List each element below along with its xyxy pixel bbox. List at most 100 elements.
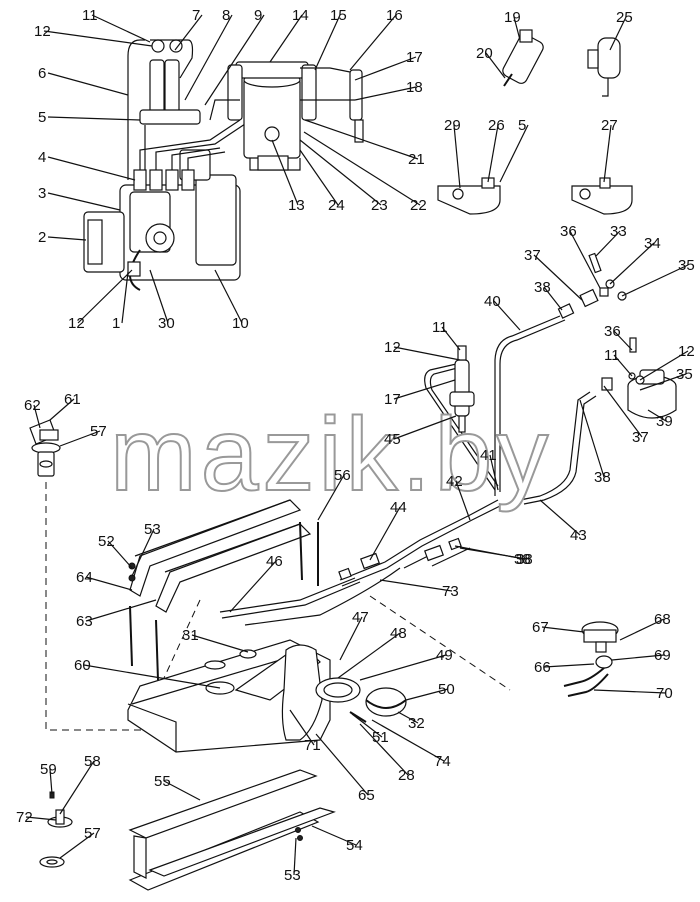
callout-number: 19	[504, 9, 521, 26]
callout-number: 27	[601, 117, 618, 134]
leader-line	[354, 86, 417, 101]
callout-number: 29	[444, 117, 461, 134]
leader-line	[59, 430, 101, 447]
callout-number: 18	[406, 79, 423, 96]
leader-line	[621, 264, 689, 297]
filter-valve-detail	[587, 37, 621, 97]
leader-line	[569, 230, 601, 289]
callout-number: 8	[222, 7, 230, 24]
callout-number: 51	[372, 729, 389, 746]
callout-number: 53	[284, 867, 301, 884]
callout-number: 74	[434, 753, 451, 770]
callout-number: 58	[84, 753, 101, 770]
callout-number: 35	[676, 366, 693, 383]
fuel-filter-assembly	[209, 61, 364, 171]
callout-number: 6	[38, 65, 46, 82]
leader-line	[533, 254, 583, 301]
leader-line	[304, 119, 419, 160]
leader-line	[351, 713, 383, 738]
leader-line	[579, 399, 605, 478]
leader-line	[91, 14, 151, 43]
bottom-straps	[128, 769, 336, 891]
leader-line	[77, 269, 133, 324]
callout-number: 9	[254, 7, 262, 24]
callout-number: 20	[476, 45, 493, 62]
leader-line	[299, 139, 382, 206]
callout-number: 45	[384, 431, 401, 448]
leader-line	[269, 14, 303, 63]
callout-number: 38	[534, 279, 551, 296]
leader-line	[619, 618, 665, 641]
leader-line	[539, 499, 581, 536]
leader-line	[191, 634, 249, 653]
callout-number: 5	[38, 109, 46, 126]
callout-number: 49	[436, 647, 453, 664]
callout-number: 12	[68, 315, 85, 332]
leader-line	[229, 560, 277, 613]
watermark: mazik.by	[110, 397, 552, 513]
leader-line	[174, 14, 203, 51]
leader-line	[299, 149, 339, 206]
callout-number: 37	[524, 247, 541, 264]
callout-number: 69	[654, 647, 671, 664]
leader-line	[83, 664, 221, 689]
callout-number: 44	[390, 499, 407, 516]
leader-line	[131, 528, 155, 577]
injector-mid	[449, 345, 475, 433]
leader-line	[204, 14, 265, 106]
callout-number: 30	[158, 315, 175, 332]
bracket-detail-left	[437, 177, 501, 215]
leader-line	[271, 139, 299, 206]
callout-number: 11	[82, 7, 98, 24]
leader-line	[121, 271, 129, 324]
leader-line	[59, 832, 95, 859]
leader-line	[339, 616, 363, 661]
callout-number: 12	[678, 343, 695, 360]
leader-line	[49, 768, 53, 795]
callout-number: 33	[610, 223, 627, 240]
callout-number: 1	[112, 315, 120, 332]
callout-number: 23	[371, 197, 388, 214]
callout-number: 38	[594, 469, 611, 486]
callout-number: 43	[570, 527, 587, 544]
tank-straps	[128, 499, 319, 681]
leader-line	[609, 242, 655, 285]
leader-line	[397, 711, 419, 724]
leader-line	[541, 626, 585, 633]
leader-line	[487, 124, 499, 183]
leader-line	[315, 733, 369, 796]
callout-number: 35	[678, 257, 695, 274]
leader-line	[317, 474, 345, 521]
callout-number: 62	[24, 397, 41, 414]
callout-number: 4	[38, 149, 46, 166]
callout-number: 73	[442, 583, 459, 600]
callout-number: 7	[192, 7, 200, 24]
leader-line	[513, 16, 521, 41]
callout-number: 5	[518, 117, 526, 134]
callout-number: 60	[74, 657, 91, 674]
leader-line	[543, 286, 563, 311]
leader-line	[543, 663, 595, 668]
callout-number: 47	[352, 609, 369, 626]
callout-number: 56	[334, 467, 351, 484]
callout-number: 46	[266, 553, 283, 570]
callout-number: 61	[64, 391, 81, 408]
callout-number: 63	[76, 613, 93, 630]
callout-number: 50	[438, 681, 455, 698]
leader-line	[184, 14, 233, 101]
leader-line	[493, 300, 521, 331]
leader-line	[59, 760, 95, 815]
callout-number: 16	[386, 7, 403, 24]
leader-line	[639, 350, 689, 381]
callout-number: 17	[406, 49, 423, 66]
filler-cap-assembly	[29, 419, 61, 477]
callout-number: 57	[84, 825, 101, 842]
leader-line	[603, 385, 643, 438]
callout-number: 66	[534, 659, 551, 676]
leader-line	[379, 579, 453, 592]
leader-line	[613, 330, 633, 351]
callout-number: 12	[34, 23, 51, 40]
leader-lines	[25, 14, 689, 876]
leader-line	[311, 825, 357, 846]
